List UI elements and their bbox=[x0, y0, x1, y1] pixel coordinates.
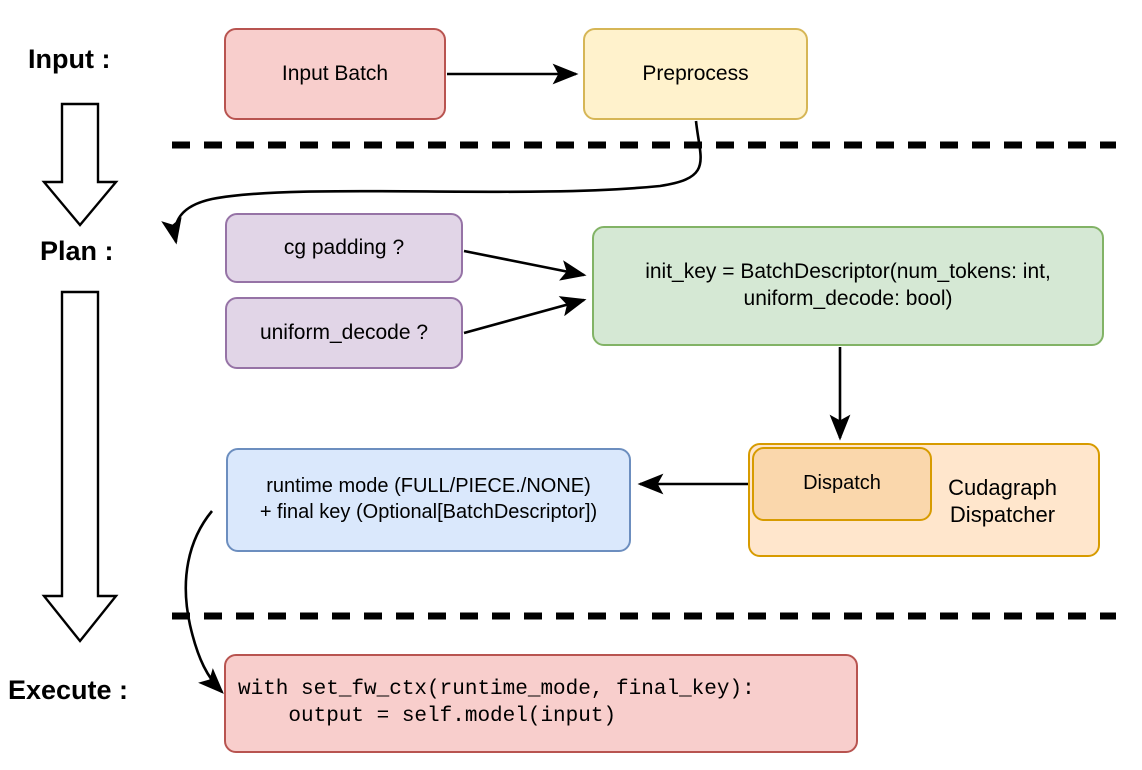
node-init-key[interactable]: init_key = BatchDescriptor(num_tokens: i… bbox=[592, 226, 1104, 346]
node-cudagraph-dispatcher-label-text: Cudagraph Dispatcher bbox=[948, 474, 1057, 528]
node-cg-padding[interactable]: cg padding ? bbox=[225, 213, 463, 283]
stage-label-plan: Plan : bbox=[40, 236, 114, 266]
node-uniform-decode[interactable]: uniform_decode ? bbox=[225, 297, 463, 369]
stage-label-input: Input : bbox=[28, 44, 111, 74]
edge-cg-padding-to-init-key bbox=[463, 249, 587, 281]
node-dispatch[interactable]: Dispatch bbox=[752, 447, 932, 521]
node-uniform-decode-label: uniform_decode ? bbox=[259, 320, 429, 344]
node-cg-padding-label: cg padding ? bbox=[283, 235, 405, 259]
node-execute-code[interactable]: with set_fw_ctx(runtime_mode, final_key)… bbox=[224, 654, 858, 753]
node-init-key-label: init_key = BatchDescriptor(num_tokens: i… bbox=[645, 260, 1051, 310]
stage-arrow-plan-to-execute bbox=[41, 290, 119, 643]
stage-label-execute: Execute : bbox=[8, 675, 129, 705]
node-cudagraph-dispatcher-label: Cudagraph Dispatcher bbox=[915, 455, 1090, 547]
edge-runtime-mode-to-execute bbox=[184, 510, 224, 694]
node-input-batch-label: Input Batch bbox=[281, 61, 389, 85]
node-preprocess[interactable]: Preprocess bbox=[583, 28, 808, 120]
node-runtime-mode-label: runtime mode (FULL/PIECE./NONE) + final … bbox=[259, 475, 598, 523]
stage-arrow-input-to-plan bbox=[41, 102, 119, 227]
edge-uniform-decode-to-init-key bbox=[463, 296, 587, 335]
node-preprocess-label: Preprocess bbox=[642, 61, 749, 85]
node-input-batch[interactable]: Input Batch bbox=[224, 28, 446, 120]
node-execute-code-text: with set_fw_ctx(runtime_mode, final_key)… bbox=[238, 677, 755, 728]
node-dispatch-label: Dispatch bbox=[803, 472, 881, 495]
node-runtime-mode[interactable]: runtime mode (FULL/PIECE./NONE) + final … bbox=[226, 448, 631, 552]
